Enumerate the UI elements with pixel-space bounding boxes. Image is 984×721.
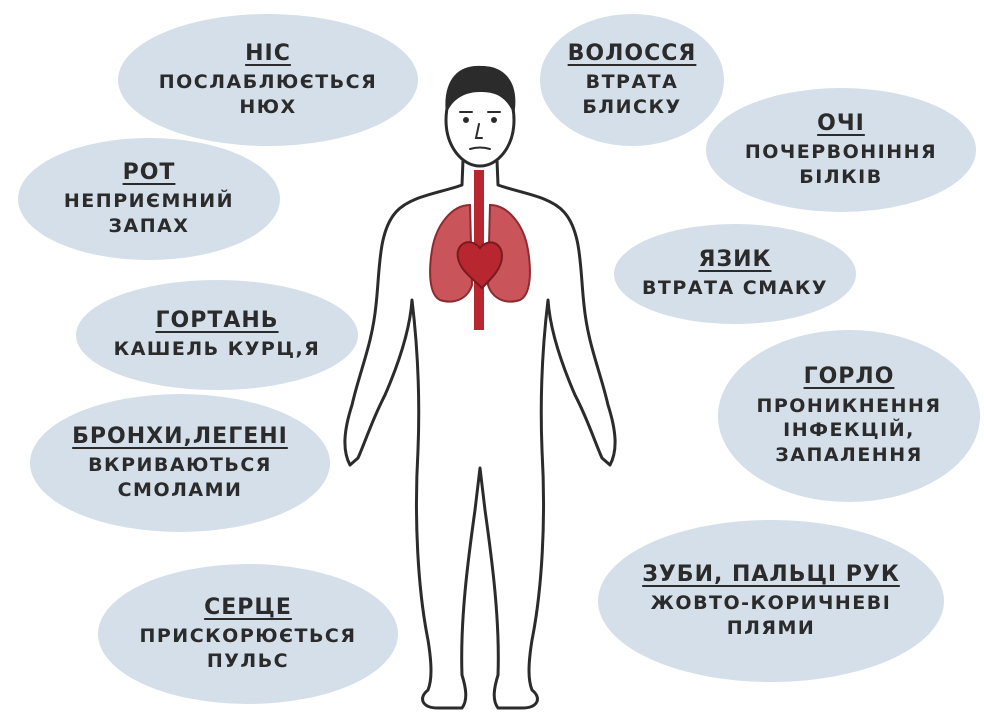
larynx-bubble: ГОРТАНЬ КАШЕЛЬ КУРЦ,Я	[76, 280, 358, 390]
mouth-title: РОТ	[123, 160, 176, 185]
heart-bubble: СЕРЦЕ ПРИСКОРЮЄТЬСЯ ПУЛЬС	[98, 564, 398, 704]
mouth-bubble: РОТ НЕПРИЄМНИЙ ЗАПАХ	[18, 138, 280, 260]
eyes-title: ОЧІ	[817, 111, 865, 136]
nose-bubble: НІС ПОСЛАБЛЮЄТЬСЯ НЮХ	[118, 14, 418, 146]
hair-bubble: ВОЛОССЯ ВТРАТА БЛИСКУ	[540, 14, 724, 146]
tongue-bubble: ЯЗИК ВТРАТА СМАКУ	[614, 224, 856, 324]
mouth-text: НЕПРИЄМНИЙ ЗАПАХ	[64, 189, 234, 238]
teeth-title: ЗУБИ, ПАЛЬЦІ РУК	[642, 562, 900, 587]
larynx-title: ГОРТАНЬ	[155, 308, 278, 333]
tongue-text: ВТРАТА СМАКУ	[642, 276, 828, 301]
eyes-text: ПОЧЕРВОНІННЯ БІЛКІВ	[745, 140, 937, 189]
lungs-text: ВКРИВАЮТЬСЯ СМОЛАМИ	[88, 453, 272, 502]
teeth-text: ЖОВТО-КОРИЧНЕВІ ПЛЯМИ	[651, 591, 892, 640]
lungs-bubble: БРОНХИ,ЛЕГЕНІ ВКРИВАЮТЬСЯ СМОЛАМИ	[30, 394, 330, 532]
throat-title: ГОРЛО	[804, 364, 895, 389]
nose-text: ПОСЛАБЛЮЄТЬСЯ НЮХ	[159, 70, 378, 119]
hair-title: ВОЛОССЯ	[568, 41, 697, 66]
tongue-title: ЯЗИК	[699, 247, 772, 272]
heart-title: СЕРЦЕ	[204, 595, 292, 620]
eyes-bubble: ОЧІ ПОЧЕРВОНІННЯ БІЛКІВ	[706, 88, 976, 212]
heart-text: ПРИСКОРЮЄТЬСЯ ПУЛЬС	[139, 624, 356, 673]
throat-bubble: ГОРЛО ПРОНИКНЕННЯ ІНФЕКЦІЙ, ЗАПАЛЕННЯ	[718, 330, 980, 502]
larynx-text: КАШЕЛЬ КУРЦ,Я	[114, 337, 321, 362]
nose-title: НІС	[245, 41, 291, 66]
lungs-title: БРОНХИ,ЛЕГЕНІ	[72, 424, 288, 449]
throat-text: ПРОНИКНЕННЯ ІНФЕКЦІЙ, ЗАПАЛЕННЯ	[756, 394, 941, 468]
hair-text: ВТРАТА БЛИСКУ	[582, 70, 681, 119]
teeth-bubble: ЗУБИ, ПАЛЬЦІ РУК ЖОВТО-КОРИЧНЕВІ ПЛЯМИ	[598, 520, 944, 682]
